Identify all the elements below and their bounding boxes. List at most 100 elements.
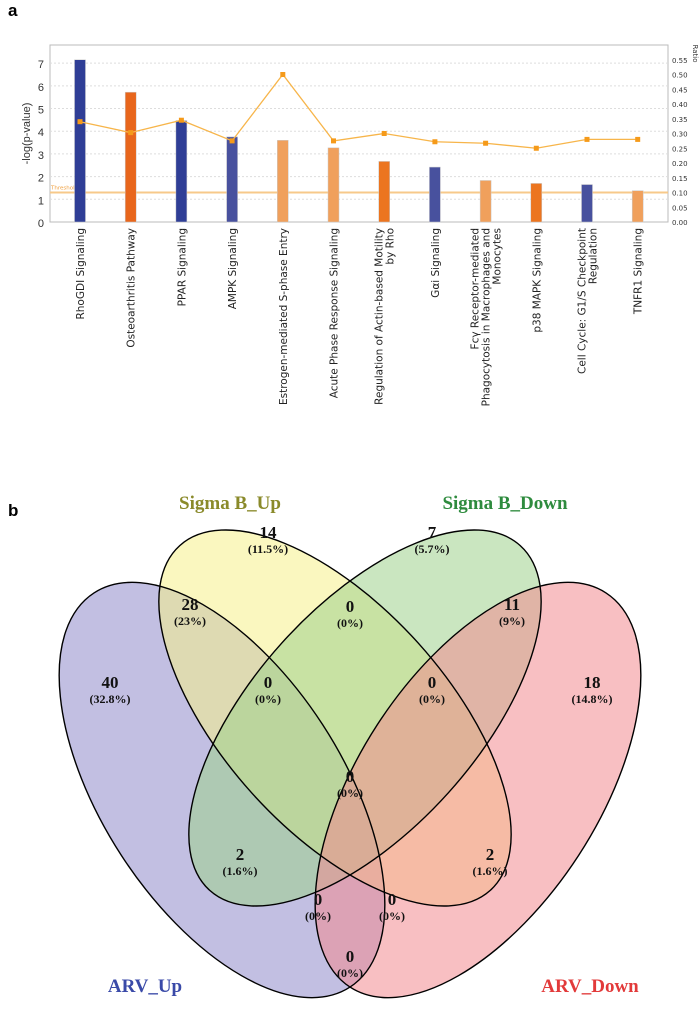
ratio-marker <box>77 119 83 125</box>
venn-region-count: 2 <box>486 845 495 864</box>
y-tick-label: 2 <box>38 173 44 185</box>
ratio-marker <box>483 140 489 146</box>
y-tick-label: 3 <box>38 150 44 162</box>
ratio-marker <box>584 136 590 142</box>
y-tick-label: 1 <box>38 195 44 207</box>
category-label: AMPK Signaling <box>227 228 239 309</box>
pathway-bar-chart: a 0 1 2 3 4 5 6 7 0.00 0.05 0.10 0.15 0.20 0.25 0.30 0.… <box>8 1 699 406</box>
venn-region-percent: (0%) <box>379 909 405 923</box>
venn-region-percent: (0%) <box>337 616 363 630</box>
venn-region-percent: (0%) <box>255 692 281 706</box>
category-label: by Rho <box>385 228 397 265</box>
y2-tick-label: 0.25 <box>672 145 688 153</box>
plot-frame <box>49 44 669 223</box>
y2-tick-label: 0.50 <box>672 72 688 80</box>
y2-tick-label: 0.10 <box>672 190 688 198</box>
bar <box>74 59 86 223</box>
venn-set-label: Sigma B_Down <box>442 493 568 514</box>
category-label: TNFR1 Signaling <box>633 228 645 315</box>
venn-region-count: 0 <box>264 673 273 692</box>
venn-region-percent: (0%) <box>419 692 445 706</box>
venn-region-count: 0 <box>346 597 355 616</box>
category-label: Cell Cycle: G1/S Checkpoint <box>577 228 589 374</box>
ratio-marker <box>331 138 336 144</box>
venn-region-percent: (1.6%) <box>223 864 258 878</box>
bar <box>277 140 289 223</box>
bar <box>581 184 593 223</box>
bar <box>530 183 543 223</box>
category-label: Estrogen-mediated S-phase Entry <box>278 228 290 405</box>
category-label: Osteoarthritis Pathway <box>126 228 138 348</box>
venn-region-count: 0 <box>346 947 355 966</box>
category-label: p38 MAPK Signaling <box>531 228 543 333</box>
category-label: Regulation of Actin-based Motility <box>374 228 386 405</box>
ratio-line <box>79 73 638 149</box>
ratio-marker <box>432 139 438 145</box>
venn-region-percent: (0%) <box>305 909 331 923</box>
venn-outline <box>158 529 512 907</box>
y2-tick-label: 0.00 <box>672 219 688 227</box>
venn-region-percent: (14.8%) <box>572 692 613 706</box>
y2-tick-label: 0.05 <box>672 204 688 212</box>
y2-tick-label: 0.55 <box>672 57 688 65</box>
bar <box>327 147 340 223</box>
category-label: Fcγ Receptor-mediated <box>470 228 482 349</box>
ratio-marker <box>128 130 134 136</box>
category-label: Phagocytosis in Macrophages and <box>481 228 493 406</box>
venn-region-count: 0 <box>314 890 323 909</box>
venn-region-percent: (32.8%) <box>90 692 131 706</box>
venn-set-arv-down <box>315 582 641 998</box>
threshold-label: Threshold <box>50 186 78 192</box>
y-tick-label: 5 <box>38 105 44 117</box>
y2-tick-label: 0.45 <box>672 86 688 94</box>
y2-tick-label: 0.30 <box>672 131 688 139</box>
venn-set-label: ARV_Up <box>108 976 182 997</box>
bar <box>226 136 238 223</box>
ratio-marker <box>381 131 387 136</box>
y-axis-label: -log(p-value) <box>21 103 33 165</box>
venn-region-percent: (23%) <box>174 614 206 628</box>
panel-b-label: b <box>8 501 18 520</box>
venn-region-count: 0 <box>346 767 355 786</box>
y-tick-label: 7 <box>38 59 44 71</box>
category-label: PPAR Signaling <box>176 228 188 306</box>
y2-axis-label: Ratio <box>691 45 699 63</box>
ratio-marker <box>635 136 641 142</box>
y-tick-label: 0 <box>38 218 44 230</box>
y-tick-label: 4 <box>38 127 44 139</box>
bar <box>124 91 137 223</box>
venn-region-count: 0 <box>428 673 437 692</box>
venn-region-percent: (0%) <box>337 786 363 800</box>
bar <box>378 161 390 223</box>
venn-region-percent: (11.5%) <box>248 542 288 556</box>
venn-set-sigma-b-down <box>188 530 542 906</box>
y-tick-label: 6 <box>38 82 44 94</box>
venn-region-count: 2 <box>236 845 245 864</box>
venn-region-percent: (0%) <box>337 966 363 980</box>
venn-region-percent: (5.7%) <box>415 542 450 556</box>
venn-region-count: 14 <box>260 523 278 542</box>
category-label: Acute Phase Response Signaling <box>329 228 341 398</box>
venn-set-label: Sigma B_Up <box>179 493 281 514</box>
venn-region-count: 40 <box>102 673 119 692</box>
category-label: Regulation <box>588 228 600 284</box>
category-label: Monocytes <box>492 228 504 285</box>
venn-outline <box>314 581 642 999</box>
venn-region-count: 18 <box>584 673 601 692</box>
category-label: Gαi Signaling <box>430 228 442 298</box>
venn-region-count: 0 <box>388 890 397 909</box>
venn-region-percent: (1.6%) <box>473 864 508 878</box>
ratio-marker <box>533 145 539 151</box>
venn-region-count: 7 <box>428 523 437 542</box>
panel-a-label: a <box>8 1 18 20</box>
ratio-marker <box>280 72 286 77</box>
venn-set-label: ARV_Down <box>541 976 639 997</box>
bar <box>479 180 492 223</box>
venn-outline <box>188 529 542 907</box>
ratio-marker <box>178 117 184 123</box>
venn-region-count: 11 <box>504 595 520 614</box>
y2-tick-label: 0.35 <box>672 116 688 124</box>
y2-tick-label: 0.20 <box>672 160 688 168</box>
y2-tick-label: 0.15 <box>672 175 688 183</box>
